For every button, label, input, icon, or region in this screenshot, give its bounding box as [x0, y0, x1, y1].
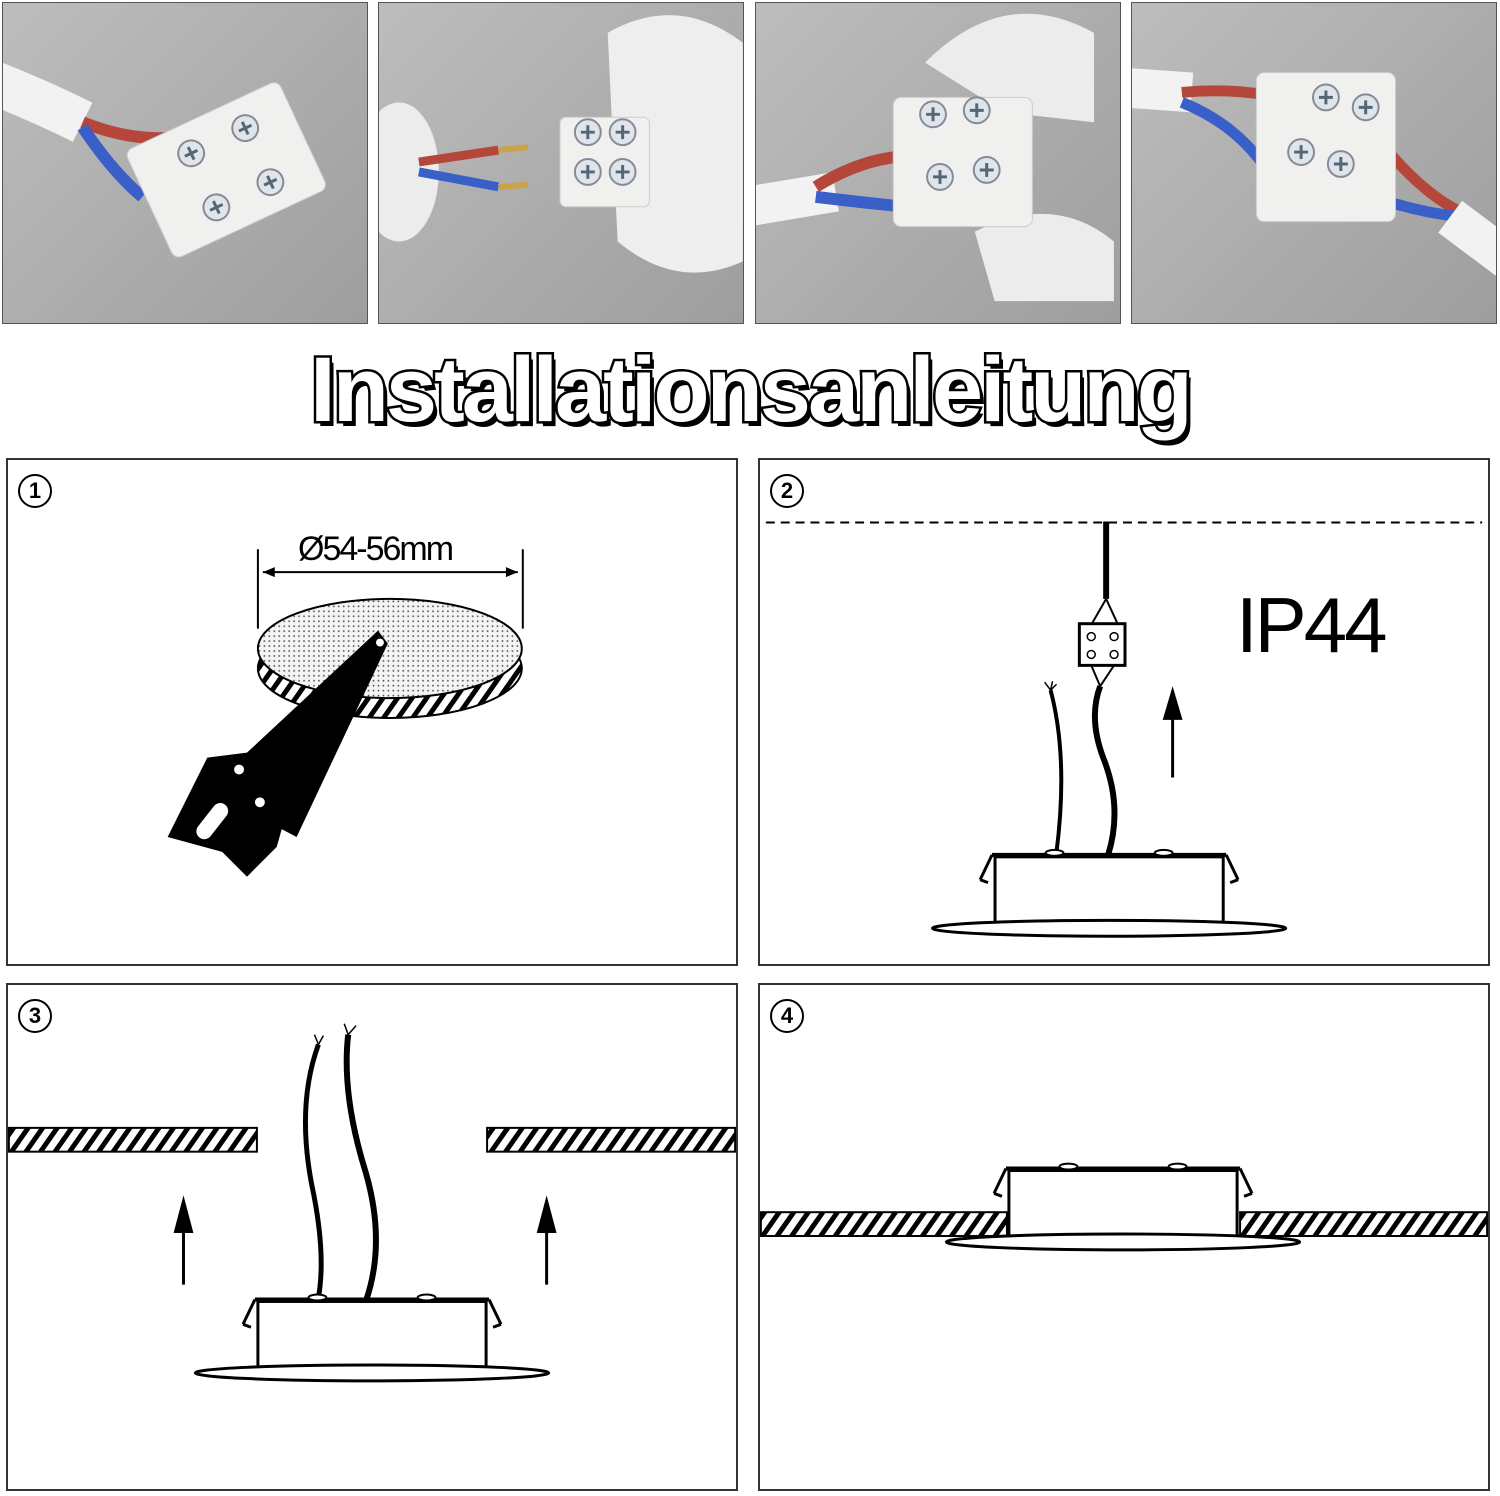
ip-rating-label: IP44: [1236, 581, 1387, 669]
step-3-panel: 3: [6, 983, 738, 1491]
insert-into-ceiling-illustration: [8, 1023, 736, 1383]
page-title: Installationsanleitung: [308, 337, 1196, 444]
installed-fixture-illustration: [760, 1161, 1488, 1252]
hole-diameter-label: Ø54-56mm: [298, 530, 454, 568]
step-number: 2: [770, 474, 804, 508]
step-number: 3: [18, 999, 52, 1033]
wiring-connection-illustration: [765, 521, 1483, 939]
step-number: 1: [18, 474, 52, 508]
photo-stripped-wires: [378, 2, 744, 324]
photo-connector-wired: [2, 2, 368, 324]
saw-cutting-hole-illustration: [167, 549, 524, 877]
step-1-panel: 1 Ø54-56mm: [6, 458, 738, 966]
step-number: 4: [770, 999, 804, 1033]
photo-connector-completed: [1131, 2, 1497, 324]
step-2-panel: 2 IP44: [758, 458, 1490, 966]
step-4-panel: 4: [758, 983, 1490, 1491]
photo-connector-held: [755, 2, 1121, 324]
